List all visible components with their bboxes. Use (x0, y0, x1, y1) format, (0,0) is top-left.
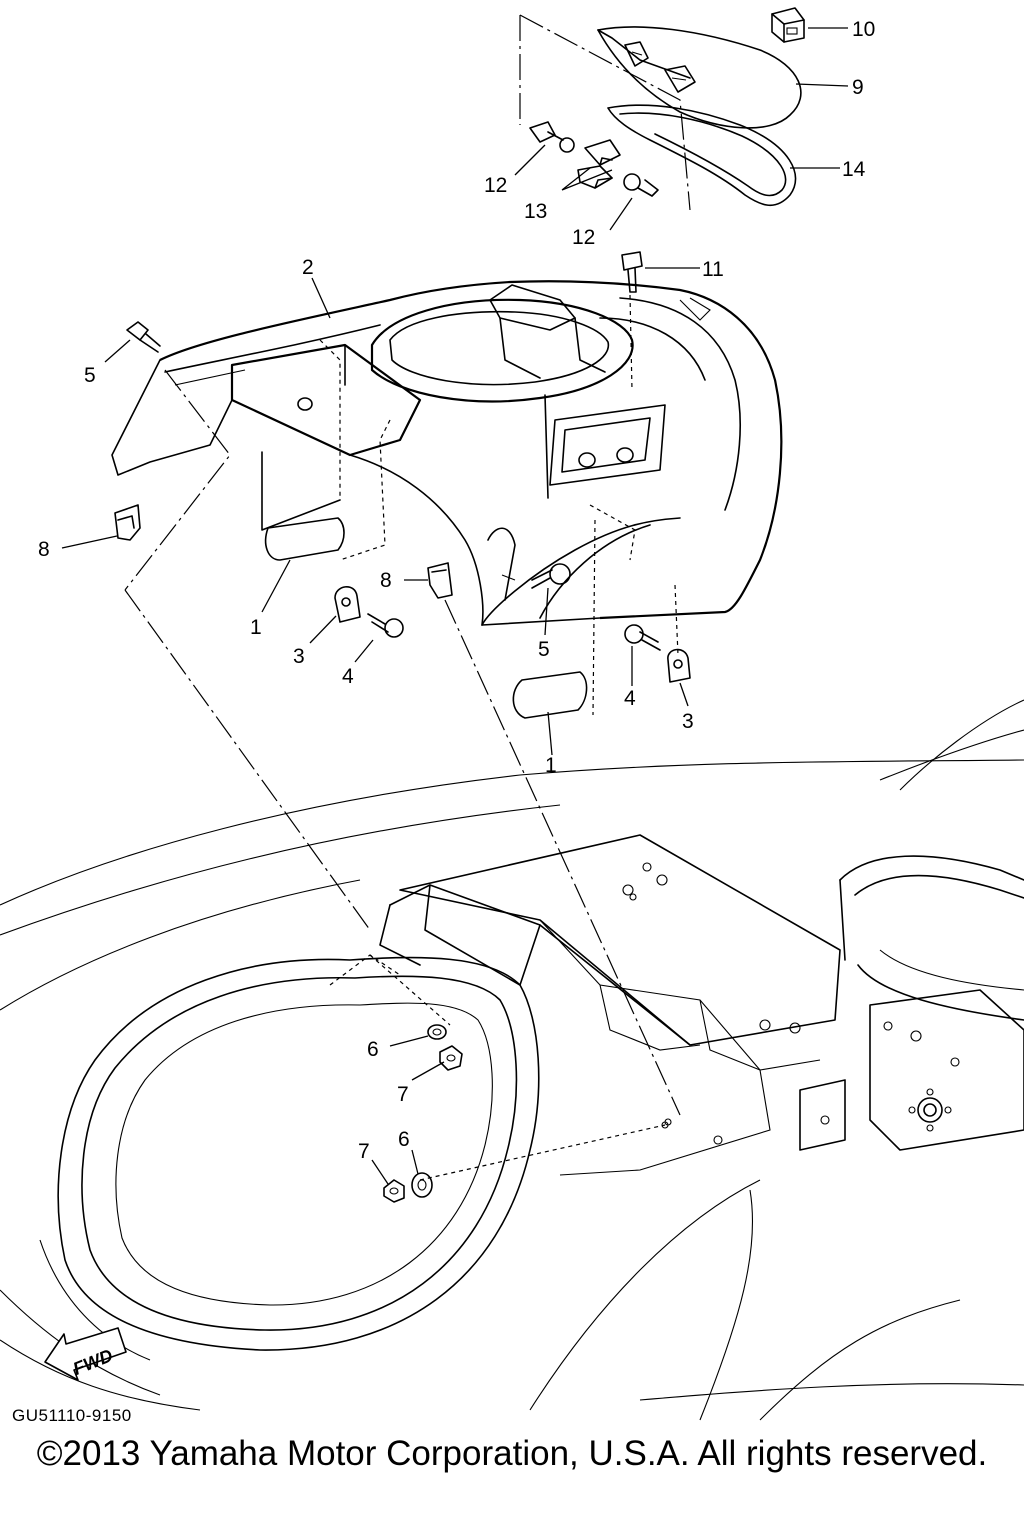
seal-part-14 (607, 104, 797, 206)
cap-part-11 (621, 251, 643, 293)
copyright-notice: ©2013 Yamaha Motor Corporation, U.S.A. A… (36, 1434, 988, 1473)
hook-part-12-left (529, 121, 575, 153)
bracket-part-3-right (667, 648, 691, 683)
callout-leader-lines (61, 27, 849, 1185)
callout-6-upper: 6 (367, 1038, 379, 1061)
callout-7-upper: 7 (397, 1083, 409, 1106)
callout-4-right: 4 (624, 687, 636, 710)
callout-9: 9 (852, 76, 864, 99)
nut-part-7-lower (383, 1179, 405, 1203)
callout-5-center: 5 (538, 638, 550, 661)
callout-5-left: 5 (84, 364, 96, 387)
callout-14: 14 (842, 158, 866, 181)
washer-part-6-lower (411, 1172, 433, 1198)
bolt-part-4-left (367, 613, 404, 638)
deck-cover-part-2 (111, 280, 783, 626)
callout-10: 10 (852, 18, 875, 41)
callout-8-left: 8 (38, 538, 50, 561)
diagram-code: GU51110-9150 (12, 1406, 132, 1425)
bolt-part-5-center (531, 563, 571, 589)
bolt-part-5-left (126, 321, 161, 353)
bracket-part-3-left (334, 586, 361, 623)
seat-cover-part-9 (597, 26, 802, 129)
callout-7-lower: 7 (358, 1140, 370, 1163)
bolt-part-4-right (624, 624, 661, 651)
callout-6-lower: 6 (398, 1128, 410, 1151)
washer-part-6-upper (427, 1024, 447, 1040)
hook-part-12-right (623, 173, 659, 197)
callout-1-left: 1 (250, 616, 262, 639)
bracket-part-13 (577, 139, 621, 189)
callout-3-left: 3 (293, 645, 305, 668)
callout-12-right: 12 (572, 226, 595, 249)
callout-13: 13 (524, 200, 547, 223)
callout-numbers: 10 9 14 12 13 12 11 2 5 8 1 3 4 8 5 4 3 … (38, 18, 875, 1163)
callout-8-center: 8 (380, 569, 392, 592)
plate-part-1-right (512, 671, 588, 719)
damper-part-10 (771, 7, 805, 43)
callout-12-left: 12 (484, 174, 507, 197)
hull-deck-outline (0, 699, 1024, 1421)
callout-2: 2 (302, 256, 314, 279)
collar-part-8-center (427, 562, 453, 599)
nut-part-7-upper (439, 1045, 463, 1071)
plate-part-1-left (264, 517, 345, 561)
callout-11: 11 (702, 258, 724, 281)
callout-4-left: 4 (342, 665, 354, 688)
callout-1-right: 1 (545, 754, 557, 777)
collar-part-8-left (114, 504, 141, 541)
assembly-center-lines (124, 14, 691, 1116)
callout-3-right: 3 (682, 710, 694, 733)
